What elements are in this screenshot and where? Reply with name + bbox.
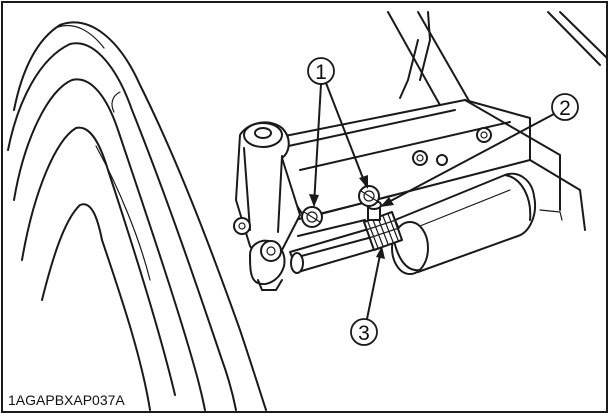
bolt-upper	[412, 150, 428, 166]
callout-1-label: 1	[315, 61, 327, 84]
steering-knuckle	[233, 121, 301, 291]
adjusting-collar	[363, 211, 403, 251]
chassis	[254, 11, 608, 237]
bolt-left	[301, 206, 323, 228]
callout-2: 2	[380, 93, 579, 207]
callout-3-label: 3	[358, 322, 370, 345]
callout-1: 1	[307, 57, 368, 207]
figure-code: 1AGAPBXAP037A	[8, 392, 125, 408]
bolt-plate	[436, 154, 448, 166]
bolt-upper-right	[476, 127, 492, 143]
callout-2-label: 2	[559, 97, 571, 120]
callout-3: 3	[350, 246, 385, 346]
tire	[7, 21, 267, 411]
bolt-right	[358, 185, 380, 207]
